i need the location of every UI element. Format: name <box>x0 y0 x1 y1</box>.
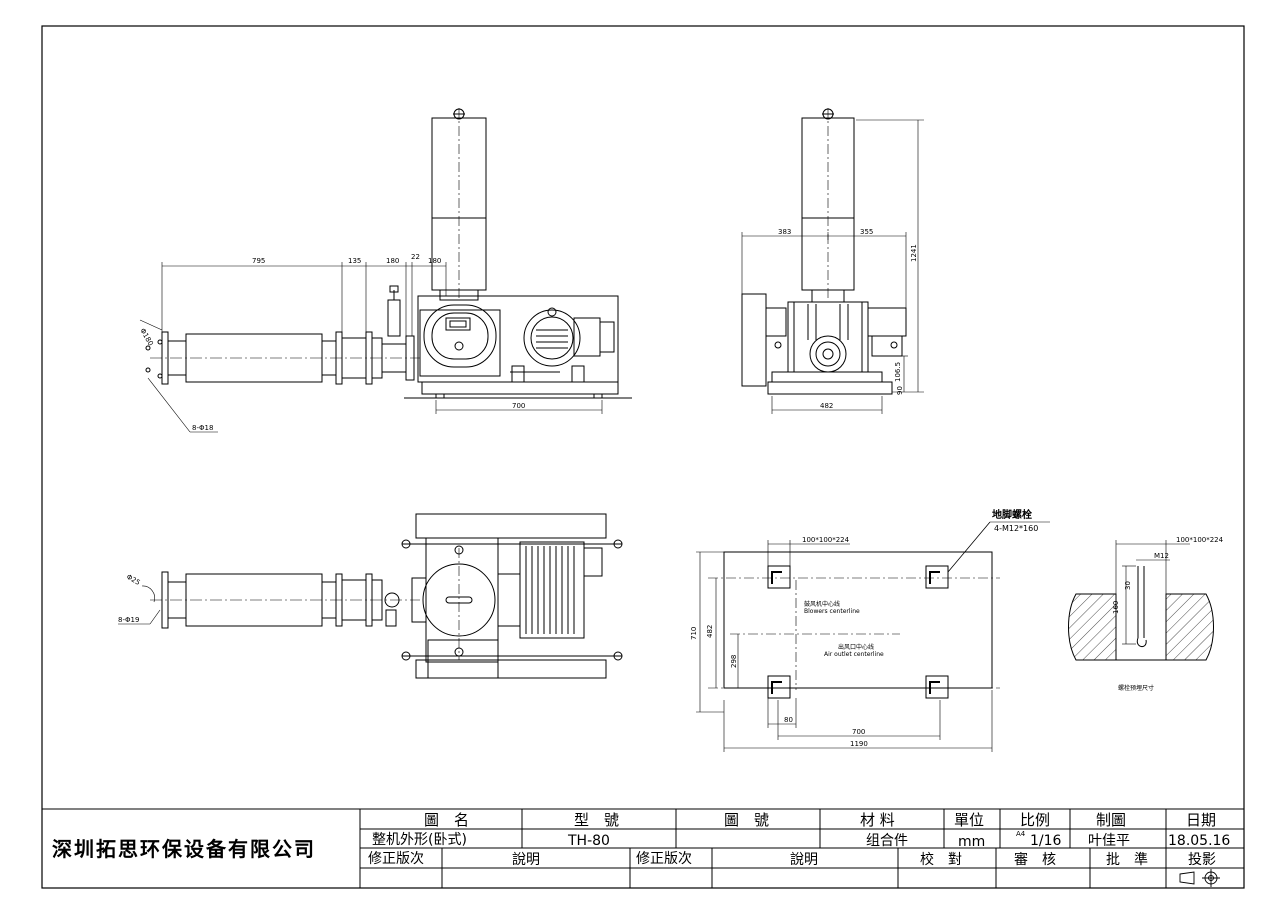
dim-298: 298 <box>730 655 738 668</box>
dim-1241: 1241 <box>910 244 918 262</box>
drawn-value: 叶佳平 <box>1088 833 1130 849</box>
dim-1065: 106.5 <box>894 362 902 382</box>
header-drawing-no: 圖 號 <box>724 811 769 829</box>
header-scale: 比例 <box>1020 811 1050 829</box>
dim-top-holes: 8-Φ19 <box>118 616 139 624</box>
dim-135: 135 <box>348 257 361 265</box>
anchor-bolt-label: 地脚螺栓 <box>992 508 1032 521</box>
bolt-detail-caption: 螺栓预埋尺寸 <box>1118 684 1154 692</box>
revision-label-1: 修正版次 <box>368 851 424 867</box>
dim-383: 383 <box>778 228 791 236</box>
bolt-dim-160: 160 <box>1112 601 1120 614</box>
dim-found-482: 482 <box>706 625 714 638</box>
header-drawn: 制圖 <box>1096 811 1126 829</box>
model-value: TH-80 <box>567 833 610 849</box>
scale-value: 1/16 <box>1030 833 1062 849</box>
review-label: 審 核 <box>1014 852 1056 868</box>
description-label-1: 說明 <box>512 851 540 868</box>
header-date: 日期 <box>1186 811 1216 829</box>
dim-phi25: Φ25 <box>125 573 141 587</box>
header-material: 材 料 <box>860 811 895 829</box>
material-value: 组合件 <box>866 833 908 849</box>
dim-355: 355 <box>860 228 873 236</box>
anchor-bolt-spec: 4-M12*160 <box>994 524 1038 533</box>
bolt-dim-30: 30 <box>1124 581 1132 590</box>
top-view <box>118 513 623 679</box>
dim-180b: 180 <box>428 257 441 265</box>
dim-front-700: 700 <box>512 402 525 410</box>
approve-label: 批 準 <box>1106 852 1148 868</box>
projection-symbol-icon <box>1179 869 1220 887</box>
bolt-size: M12 <box>1154 552 1169 560</box>
front-view <box>139 108 632 433</box>
dim-pocket: 100*100*224 <box>802 536 850 544</box>
revision-label-2: 修正版次 <box>636 851 692 867</box>
dim-22: 22 <box>411 253 420 261</box>
dim-710: 710 <box>690 627 698 640</box>
bolt-detail <box>1068 540 1214 661</box>
name-value: 整机外形(卧式) <box>372 832 467 848</box>
description-label-2: 說明 <box>790 851 818 868</box>
header-name: 圖 名 <box>424 811 469 829</box>
bolt-pocket: 100*100*224 <box>1176 536 1224 544</box>
date-value: 18.05.16 <box>1168 833 1230 849</box>
foundation-plan <box>696 521 1050 752</box>
scale-prefix: A4 <box>1016 830 1026 838</box>
dim-front-holes: 8-Φ18 <box>192 424 213 432</box>
header-unit: 單位 <box>954 811 984 829</box>
unit-value: mm <box>958 834 985 850</box>
dim-180a: 180 <box>386 257 399 265</box>
dim-795: 795 <box>252 257 265 265</box>
dim-1190: 1190 <box>850 740 868 748</box>
dim-side-482: 482 <box>820 402 833 410</box>
dim-80: 80 <box>784 716 793 724</box>
blower-centerline-cn: 鼓风机中心线 <box>804 600 840 608</box>
header-model: 型 號 <box>574 811 619 829</box>
title-block <box>42 808 1244 888</box>
dim-90: 90 <box>896 386 904 395</box>
dim-phi180: Φ180 <box>138 327 154 347</box>
check-label: 校 對 <box>920 851 962 868</box>
projection-label: 投影 <box>1188 852 1216 868</box>
blower-centerline-en: Blowers centerline <box>804 608 860 615</box>
dim-found-700: 700 <box>852 728 865 736</box>
side-view <box>741 108 924 414</box>
outlet-centerline-cn: 出风口中心线 <box>838 643 874 651</box>
outlet-centerline-en: Air outlet centerline <box>824 651 884 658</box>
company-name: 深圳拓思环保设备有限公司 <box>52 837 316 861</box>
drawing-frame <box>41 25 1245 889</box>
